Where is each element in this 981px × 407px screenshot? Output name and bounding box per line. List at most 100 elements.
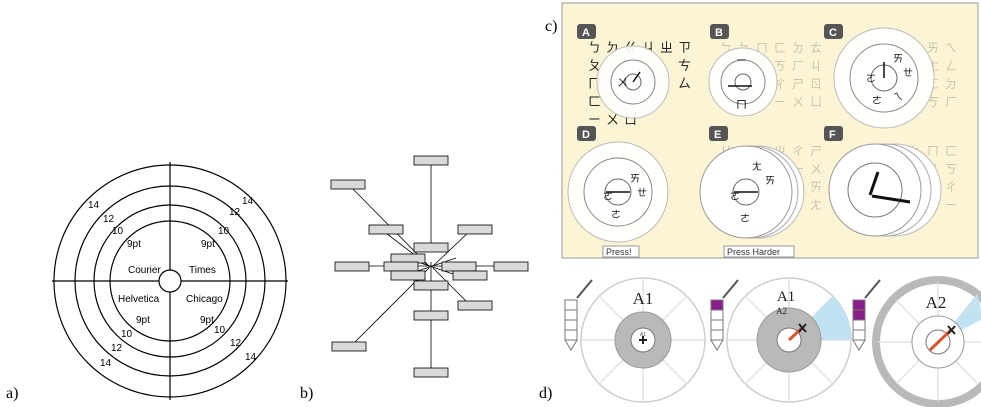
svg-text:ㄅ: ㄅ xyxy=(588,41,601,56)
pressure-menu-2: A2 A1 xyxy=(710,277,852,403)
menu-label: A1 xyxy=(777,289,795,305)
svg-text:A2: A2 xyxy=(776,306,787,316)
menu-tag-d xyxy=(577,126,596,141)
svg-text:E: E xyxy=(714,129,721,141)
svg-text:A: A xyxy=(582,27,590,39)
menu-item-box xyxy=(331,341,367,352)
menu-item-box xyxy=(413,367,449,378)
menu-item-box xyxy=(330,179,366,190)
pressure-cell xyxy=(852,299,866,311)
menu-tag-a xyxy=(577,24,596,39)
menu-item-box xyxy=(413,280,449,291)
svg-text:ㄓ: ㄓ xyxy=(660,41,673,56)
svg-text:ㄨ: ㄨ xyxy=(617,77,628,89)
svg-text:ㄞ: ㄞ xyxy=(893,54,903,65)
background-character: ㄉ xyxy=(945,77,957,91)
background-character: ㄊ xyxy=(810,41,822,55)
panel-label-c: c) xyxy=(545,18,558,35)
svg-text:B: B xyxy=(715,27,723,39)
size-label: 12 xyxy=(111,343,123,354)
pressure-cell xyxy=(852,309,866,321)
svg-text:ㄛ: ㄛ xyxy=(603,192,613,203)
background-character: ㄟ xyxy=(945,41,957,55)
background-character: ㄧ xyxy=(945,198,957,212)
svg-text:ㄇ: ㄇ xyxy=(736,99,747,111)
size-label: 12 xyxy=(103,214,115,225)
panel-a-pie-menu: Courier Times Helvetica Chicago 9pt 9pt … xyxy=(52,162,288,400)
pressure-cell xyxy=(710,319,724,331)
background-character: ㄇ xyxy=(927,144,939,158)
menu-item-box xyxy=(452,270,488,281)
svg-text:ㄈ: ㄈ xyxy=(588,95,601,110)
menu-tag-c xyxy=(824,24,843,39)
panel-b-marking-menu xyxy=(330,155,529,378)
menu-label: A2 xyxy=(926,293,947,312)
pressure-cell xyxy=(710,299,724,311)
panel-label-b: b) xyxy=(300,385,314,402)
background-character: ㄈ xyxy=(774,41,786,55)
press-harder-button xyxy=(723,245,795,258)
menu-d: ㄛ ㄞ ㄝ ㄜ D Press! xyxy=(567,126,669,258)
menu-item-box xyxy=(383,261,419,272)
font-label: Helvetica xyxy=(118,294,160,305)
menu-a: ㄅ ㄉ ㄍ ㄐ ㄓ ㄗ ㄆ ㄘ ㄇ ㄙ ㄈ ㄧ ㄨ ㄩ ㄨ A xyxy=(577,24,691,128)
background-character: ㄩ xyxy=(810,95,822,109)
background-character: ㄨ xyxy=(792,95,804,109)
background-character: ㄎ xyxy=(945,162,957,176)
background-character: ㄏ xyxy=(945,95,957,109)
pressure-cell xyxy=(710,309,724,321)
pressure-cell xyxy=(564,319,578,331)
background-character: ㄐ xyxy=(810,59,822,73)
pressure-cell xyxy=(564,329,578,341)
pressure-menu-3: A2 xyxy=(852,276,981,407)
pie-center-hub xyxy=(158,269,182,293)
svg-text:ㄞ: ㄞ xyxy=(630,174,640,185)
size-label: 14 xyxy=(242,196,254,207)
background-character: ㄕ xyxy=(792,77,804,91)
background-character: ㄨ xyxy=(810,162,822,176)
svg-text:ㄛ: ㄛ xyxy=(730,192,740,203)
background-character: ㄕ xyxy=(810,144,822,158)
cursor-cross-icon xyxy=(798,323,807,333)
background-character: ㄞ xyxy=(927,41,939,55)
background-character: ㄔ xyxy=(945,180,957,194)
svg-text:ㄝ: ㄝ xyxy=(637,187,647,199)
size-label: 14 xyxy=(100,358,112,369)
svg-text:ㄜ: ㄜ xyxy=(740,213,750,225)
pressure-cell xyxy=(564,309,578,321)
svg-text:ㄗ: ㄗ xyxy=(678,41,691,56)
menu-item-box xyxy=(441,261,477,272)
background-character: ㄈ xyxy=(945,144,957,158)
size-label: 14 xyxy=(245,352,257,363)
background-character: ㄉ xyxy=(792,41,804,55)
panel-label-d: d) xyxy=(539,385,553,402)
size-label: 10 xyxy=(121,329,133,340)
background-character: ㄎ xyxy=(774,59,786,73)
pressure-cell xyxy=(710,329,724,341)
menu-tag-b xyxy=(710,24,729,39)
panel-d-pressure-menus: A1 A1 A2 A1 xyxy=(564,276,981,407)
font-label: Chicago xyxy=(186,294,223,305)
pressure-cell xyxy=(852,329,866,341)
background-character: ㄥ xyxy=(945,59,957,73)
svg-text:ㄝ: ㄝ xyxy=(903,67,913,79)
pressure-cell xyxy=(564,299,578,311)
menu-item-box xyxy=(413,242,449,253)
menu-item-box xyxy=(368,224,404,235)
menu-tag-e xyxy=(709,126,728,141)
svg-text:F: F xyxy=(829,129,836,141)
svg-text:ㄜ: ㄜ xyxy=(872,95,882,107)
size-label: 10 xyxy=(218,226,230,237)
pressure-cell xyxy=(852,319,866,331)
menu-item-box xyxy=(390,270,426,281)
press-harder-label: Press Harder xyxy=(727,247,780,257)
menu-c: ㄛ ㄞ ㄝ ㄜ ㄟ C xyxy=(824,24,935,129)
size-label: 9pt xyxy=(200,315,214,326)
size-label: 12 xyxy=(230,338,242,349)
background-character: ㄔ xyxy=(792,144,804,158)
svg-text:ㄧ: ㄧ xyxy=(588,113,601,128)
svg-text:ㄘ: ㄘ xyxy=(678,59,691,74)
size-label: 9pt xyxy=(136,315,150,326)
size-label: 10 xyxy=(214,325,226,336)
svg-text:ㄞ: ㄞ xyxy=(765,176,775,187)
